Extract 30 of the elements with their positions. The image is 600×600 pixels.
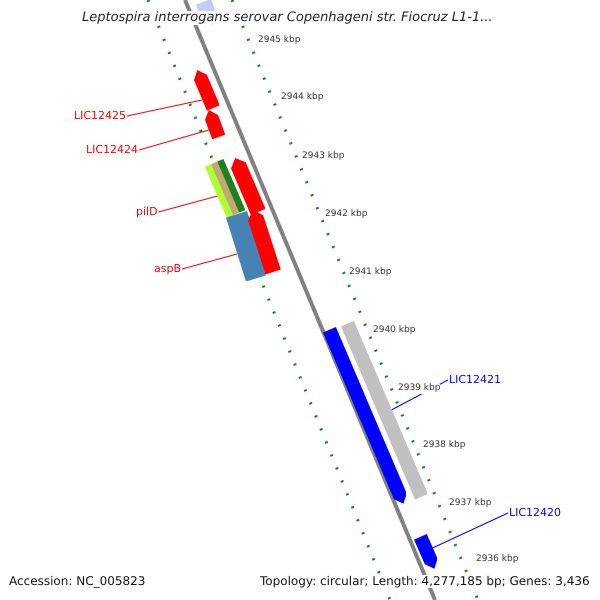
scale-label: 2937 kbp [449, 499, 492, 509]
gene-label: LIC12425 [74, 110, 126, 122]
info-text: Accession: NC_005823 [9, 575, 146, 588]
scale-label: 2944 kbp [281, 93, 324, 103]
gene-label: aspB [154, 263, 182, 276]
scale-label: 2941 kbp [349, 268, 392, 278]
gene-feature [226, 210, 266, 282]
gene-feature [205, 110, 226, 140]
scale-label: 2939 kbp [398, 384, 440, 394]
gene-label: pilD [136, 206, 158, 218]
info-text: Topology: circular; Length: 4,277,185 bp; Genes: 3,436 [260, 575, 590, 588]
leader-line [182, 254, 238, 270]
scale-label: 2942 kbp [325, 210, 368, 220]
leader-line [158, 196, 218, 212]
scale-label: 2940 kbp [373, 326, 416, 336]
leader-line [432, 512, 508, 548]
leader-line [138, 130, 210, 150]
title: Leptospira interrogans serovar Copenhageni str. Fiocruz L1-1... [82, 11, 493, 26]
leader-line [126, 100, 202, 116]
scale-label: 2938 kbp [423, 441, 466, 451]
gene-label: LIC12421 [449, 374, 502, 386]
gene-feature [194, 70, 220, 111]
scale-label: 2945 kbp [258, 36, 300, 46]
gene-feature [248, 210, 281, 274]
gene-label: LIC12424 [86, 144, 138, 156]
gene-feature [230, 158, 266, 216]
gene-feature [414, 534, 438, 569]
gene-label: LIC12420 [509, 507, 562, 520]
scale-label: 2943 kbp [302, 152, 344, 162]
scale-label: 2936 kbp [476, 555, 518, 565]
